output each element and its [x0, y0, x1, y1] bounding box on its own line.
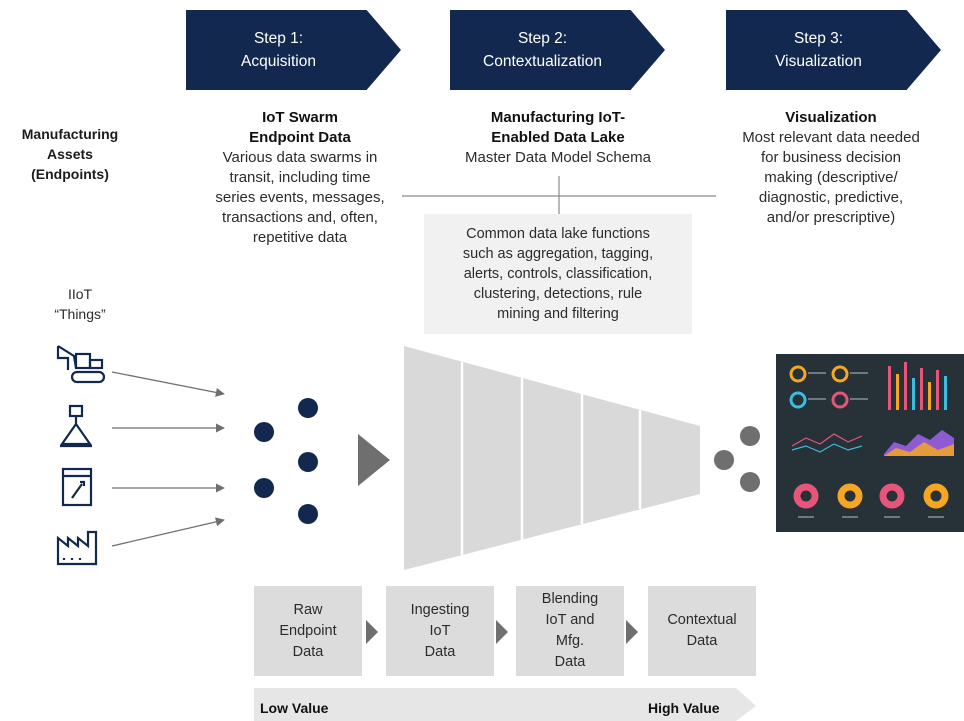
manufacturing-assets-label: Manufacturing Assets (Endpoints): [10, 124, 130, 184]
visualization-title: Visualization: [785, 109, 877, 126]
stage-contextual-data: Contextual Data: [648, 586, 756, 676]
data-lake-functions-box: Common data lake functions such as aggre…: [424, 214, 692, 334]
output-dot: [714, 450, 734, 470]
data-lake-description: Manufacturing IoT- Enabled Data Lake Mas…: [430, 108, 686, 168]
iiot-line-2: “Things”: [54, 306, 106, 322]
stage-arrow: [626, 620, 638, 644]
visualization-body-1: Most relevant data needed: [742, 129, 920, 146]
output-dot: [740, 426, 760, 446]
high-value-label: High Value: [648, 700, 720, 716]
step-1-banner: Step 1: Acquisition: [186, 10, 401, 90]
stage-1-line-3: Data: [292, 643, 324, 660]
stage-arrow: [496, 620, 508, 644]
assets-line-3: (Endpoints): [31, 166, 109, 182]
swarm-dot: [254, 478, 274, 498]
stage-1-line-2: Endpoint: [279, 622, 337, 639]
stage-1-line-1: Raw: [293, 601, 323, 618]
assets-line-2: Assets: [47, 146, 93, 162]
step-3-title: Visualization: [775, 53, 862, 70]
iot-swarm-body-2: transit, including time: [229, 169, 371, 186]
stage-raw-endpoint-data: Raw Endpoint Data: [254, 586, 362, 676]
swarm-dot: [298, 398, 318, 418]
stage-3-line-1: Blending: [541, 591, 599, 607]
swarm-dot: [298, 504, 318, 524]
iot-swarm-body-4: transactions and, often,: [222, 209, 378, 226]
dashboard-graphics: [789, 362, 954, 518]
iot-swarm-title-2: Endpoint Data: [249, 129, 351, 146]
step-3-number: Step 3:: [793, 30, 844, 47]
arrow-factory: [111, 517, 225, 547]
stage-3-line-4: Data: [554, 654, 586, 670]
visualization-body-2: for business decision: [760, 149, 902, 166]
functions-line-2: such as aggregation, tagging,: [462, 246, 654, 262]
step-3-banner: Step 3: Visualization: [726, 10, 941, 90]
data-lake-body-1: Master Data Model Schema: [465, 149, 651, 166]
stage-arrow: [366, 620, 378, 644]
stage-2-line-3: Data: [424, 643, 456, 660]
flow-triangle: [358, 434, 390, 486]
factory-icon: [56, 530, 98, 566]
tablet-wrench-icon: [61, 467, 93, 507]
functions-line-3: alerts, controls, classification,: [463, 266, 653, 282]
low-value-label: Low Value: [260, 700, 329, 716]
stage-2-line-1: Ingesting: [410, 601, 470, 618]
functions-line-5: mining and filtering: [497, 306, 619, 322]
analytics-dashboard-thumbnail: [776, 354, 964, 532]
stage-blending-iot-mfg-data: Blending IoT and Mfg. Data: [516, 586, 624, 676]
visualization-body-3: making (descriptive/: [764, 169, 898, 186]
swarm-dot: [254, 422, 274, 442]
output-dot: [740, 472, 760, 492]
step-1-number: Step 1:: [253, 30, 304, 47]
visualization-description: Visualization Most relevant data needed …: [706, 108, 956, 228]
iot-swarm-body-1: Various data swarms in: [222, 149, 378, 166]
crane-hook-icon: [59, 404, 93, 448]
iiot-things-label: IIoT “Things”: [40, 284, 120, 324]
stage-ingesting-iot-data: Ingesting IoT Data: [386, 586, 494, 676]
iot-swarm-body-3: series events, messages,: [215, 189, 385, 206]
data-lake-funnel: [404, 346, 700, 570]
swarm-dot: [298, 452, 318, 472]
step-2-number: Step 2:: [517, 30, 568, 47]
stage-4-line-2: Data: [686, 633, 718, 649]
functions-line-4: clustering, detections, rule: [473, 286, 643, 302]
visualization-body-4: diagnostic, predictive,: [758, 189, 904, 206]
step-2-title: Contextualization: [483, 53, 602, 70]
iot-swarm-description: IoT Swarm Endpoint Data Various data swa…: [190, 108, 410, 248]
stage-3-line-3: Mfg.: [555, 633, 585, 649]
step-1-title: Acquisition: [241, 53, 316, 70]
step-2-banner: Step 2: Contextualization: [450, 10, 665, 90]
iot-swarm-body-5: repetitive data: [252, 229, 348, 246]
iiot-line-1: IIoT: [67, 286, 93, 302]
value-arrow: [254, 688, 756, 721]
excavator-icon: [56, 345, 106, 384]
functions-line-1: Common data lake functions: [466, 226, 650, 242]
data-lake-title-1: Manufacturing IoT-: [490, 109, 626, 126]
visualization-body-5: and/or prescriptive): [766, 209, 896, 226]
arrow-excavator: [111, 371, 225, 397]
iot-swarm-title-1: IoT Swarm: [262, 109, 338, 126]
data-lake-title-2: Enabled Data Lake: [491, 129, 625, 146]
stage-4-line-1: Contextual: [667, 612, 737, 628]
stage-2-line-2: IoT: [429, 622, 451, 639]
stage-3-line-2: IoT and: [545, 612, 595, 628]
assets-line-1: Manufacturing: [21, 126, 119, 142]
